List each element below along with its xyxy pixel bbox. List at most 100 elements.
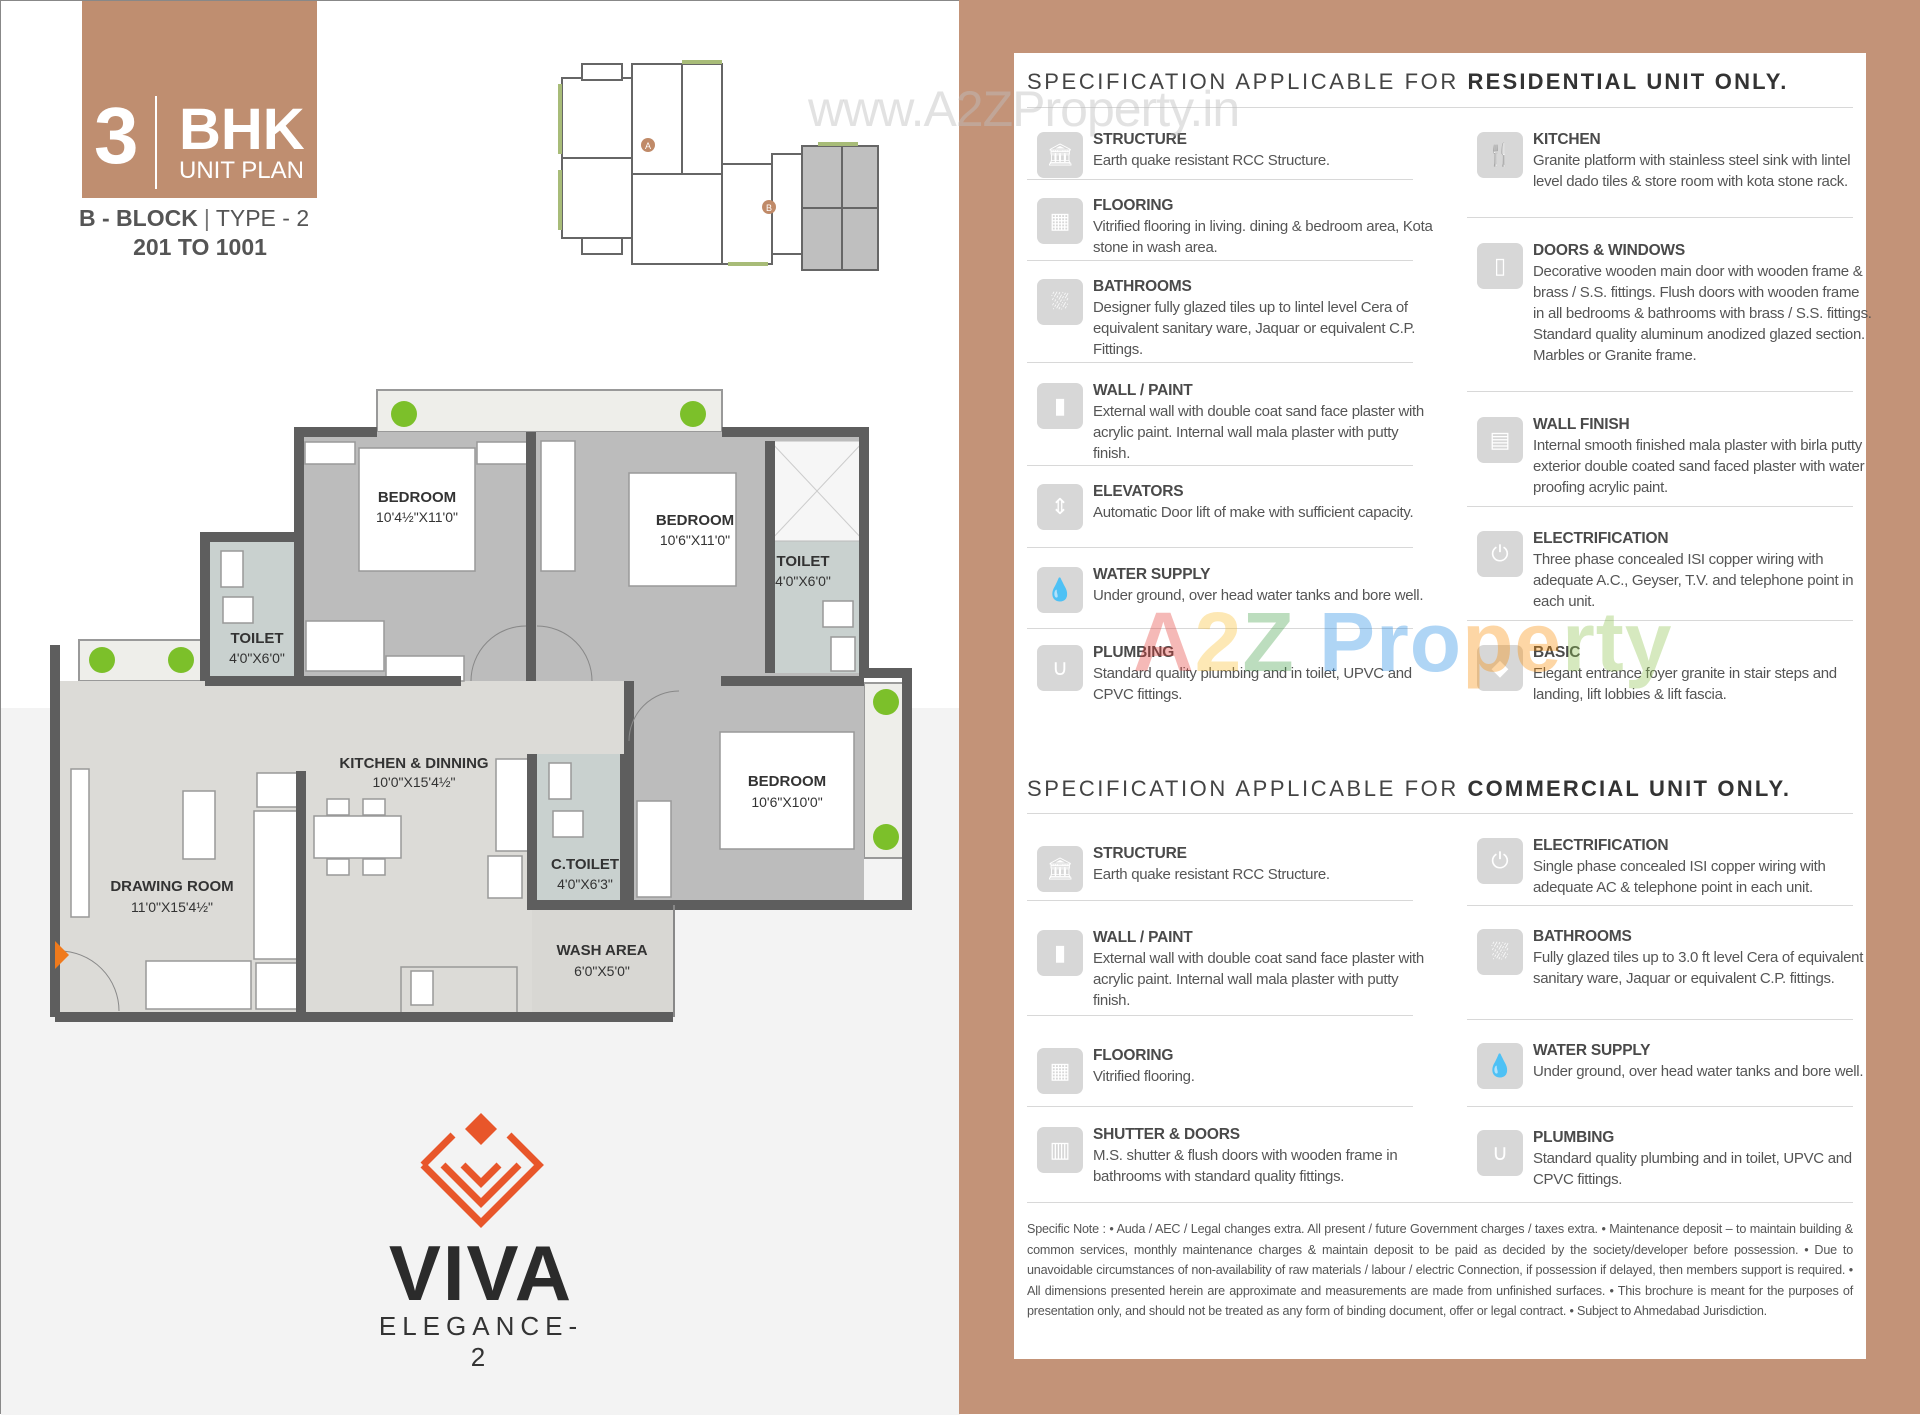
residential-title: SPECIFICATION APPLICABLE FOR RESIDENTIAL…: [1027, 69, 1789, 95]
spec-item-water-supply: 💧 WATER SUPPLY Under ground, over head w…: [1037, 565, 1433, 613]
building-icon: 🏛: [1037, 132, 1083, 178]
spec-description: Automatic Door lift of make with suffici…: [1093, 504, 1414, 521]
room-size-drawing-room: 11'0"X15'4½": [131, 899, 213, 915]
divider: [1467, 620, 1853, 621]
shutter-icon: ▥: [1037, 1127, 1083, 1173]
room-size-bedroom-3: 10'6"X10'0": [751, 794, 822, 810]
watermark-logo: A2Z Property: [1133, 595, 1673, 689]
divider: [1027, 900, 1413, 901]
block-type: B - BLOCK|TYPE - 2: [79, 205, 309, 232]
commercial-title-bold: COMMERCIAL UNIT ONLY.: [1467, 776, 1792, 801]
key-label-a: A: [645, 141, 651, 151]
room-name-bedroom-1: BEDROOM: [378, 489, 456, 506]
spec-title: FLOORING: [1093, 197, 1174, 214]
water-drop-icon: 💧: [1037, 567, 1083, 613]
room-size-toilet-right: 4'0"X6'0": [775, 573, 831, 589]
floor-tiles-icon: ▦: [1037, 198, 1083, 244]
room-name-bedroom-3: BEDROOM: [748, 773, 826, 790]
spec-description: Decorative wooden main door with wooden …: [1533, 263, 1872, 364]
divider: [1027, 547, 1413, 548]
tile-icon: ◆: [1477, 645, 1523, 691]
spec-description: Single phase concealed ISI copper wiring…: [1533, 858, 1826, 896]
room-name-toilet-right: TOILET: [776, 553, 829, 570]
divider: [1467, 1019, 1853, 1020]
spec-title: BASIC: [1533, 644, 1581, 661]
spec-title: PLUMBING: [1533, 1129, 1615, 1146]
divider: [1467, 506, 1853, 507]
paint-roller-icon: ▮: [1037, 930, 1083, 976]
bathtub-icon: ⛆: [1477, 929, 1523, 975]
spec-item-wall-paint: ▮ WALL / PAINT External wall with double…: [1037, 381, 1433, 464]
divider: [1027, 465, 1413, 466]
spec-item-elevators: ⇕ ELEVATORS Automatic Door lift of make …: [1037, 482, 1433, 530]
block-label: B - BLOCK: [79, 205, 198, 231]
room-size-bedroom-1: 10'4½"X11'0": [376, 509, 458, 525]
spec-item-wall-finish: ▤ WALL FINISH Internal smooth finished m…: [1477, 415, 1873, 498]
badge-divider: [155, 96, 157, 189]
key-label-b: B: [766, 203, 772, 213]
spec-description: Standard quality plumbing and in toilet,…: [1533, 1150, 1852, 1188]
room-size-kitchen: 10'0"X15'4½": [372, 774, 455, 790]
divider: [1027, 1106, 1413, 1107]
spec-item-wall-paint: ▮ WALL / PAINT External wall with double…: [1037, 928, 1433, 1011]
pipe-icon: ∪: [1477, 1130, 1523, 1176]
divider: [1027, 107, 1853, 108]
divider: [1027, 813, 1853, 814]
spec-description: Earth quake resistant RCC Structure.: [1093, 866, 1330, 883]
divider: [1027, 1015, 1413, 1016]
divider: [1467, 1106, 1853, 1107]
spec-item-plumbing: ∪ PLUMBING Standard quality plumbing and…: [1037, 643, 1433, 705]
spec-title: WATER SUPPLY: [1093, 566, 1211, 583]
brick-wall-icon: ▤: [1477, 417, 1523, 463]
spec-item-shutter-doors: ▥ SHUTTER & DOORS M.S. shutter & flush d…: [1037, 1125, 1433, 1187]
spec-title: ELECTRIFICATION: [1533, 837, 1669, 854]
spec-title: STRUCTURE: [1093, 131, 1187, 148]
spec-item-structure: 🏛 STRUCTURE Earth quake resistant RCC St…: [1037, 130, 1433, 178]
spec-description: Standard quality plumbing and in toilet,…: [1093, 665, 1412, 703]
room-name-toilet-left: TOILET: [230, 630, 283, 647]
spec-title: BATHROOMS: [1093, 278, 1192, 295]
spec-title: ELECTRIFICATION: [1533, 530, 1669, 547]
water-drop-icon: 💧: [1477, 1043, 1523, 1089]
watermark-url: www.A2ZProperty.in: [808, 81, 1240, 137]
divider: [1027, 628, 1413, 629]
key-plan: A B: [558, 60, 879, 271]
spec-item-kitchen: 🍴 KITCHEN Granite platform with stainles…: [1477, 130, 1873, 192]
spec-description: Elegant entrance foyer granite in stair …: [1533, 665, 1837, 703]
room-size-c-toilet: 4'0"X6'3": [557, 876, 613, 892]
spec-title: SHUTTER & DOORS: [1093, 1126, 1240, 1143]
spec-title: STRUCTURE: [1093, 845, 1187, 862]
divider: [1467, 391, 1853, 392]
divider: [1027, 179, 1413, 180]
spec-title: WATER SUPPLY: [1533, 1042, 1651, 1059]
spec-title: PLUMBING: [1093, 644, 1175, 661]
spec-description: Vitrified flooring.: [1093, 1068, 1195, 1085]
commercial-title: SPECIFICATION APPLICABLE FOR COMMERCIAL …: [1027, 776, 1791, 802]
unit-range: 201 TO 1001: [133, 234, 267, 260]
floor-tiles-icon: ▦: [1037, 1048, 1083, 1094]
spec-item-doors-windows: ▯ DOORS & WINDOWS Decorative wooden main…: [1477, 241, 1873, 366]
bathtub-icon: ⛆: [1037, 279, 1083, 325]
spec-title: FLOORING: [1093, 1047, 1174, 1064]
commercial-title-light: SPECIFICATION APPLICABLE FOR: [1027, 776, 1468, 801]
spec-item-bathrooms: ⛆ BATHROOMS Designer fully glazed tiles …: [1037, 277, 1433, 360]
divider: [1027, 362, 1413, 363]
residential-title-bold: RESIDENTIAL UNIT ONLY.: [1467, 69, 1789, 94]
spec-description: Granite platform with stainless steel si…: [1533, 152, 1851, 190]
pipe-icon: ∪: [1037, 645, 1083, 691]
spec-description: Internal smooth finished mala plaster wi…: [1533, 437, 1865, 496]
spec-description: Earth quake resistant RCC Structure.: [1093, 152, 1330, 169]
room-name-wash-area: WASH AREA: [556, 942, 647, 959]
unit-type-badge: 3 BHK UNIT PLAN: [82, 1, 317, 198]
spec-item-electrification: ⏻ ELECTRIFICATION Single phase concealed…: [1477, 836, 1873, 898]
spec-item-basic: ◆ BASIC Elegant entrance foyer granite i…: [1477, 643, 1873, 705]
room-name-c-toilet: C.TOILET: [551, 856, 619, 873]
spec-title: ELEVATORS: [1093, 483, 1184, 500]
paint-roller-icon: ▮: [1037, 383, 1083, 429]
room-name-drawing-room: DRAWING ROOM: [110, 878, 233, 895]
room-size-wash-area: 6'0"X5'0": [574, 963, 630, 979]
spec-description: Three phase concealed ISI copper wiring …: [1533, 551, 1854, 610]
divider: [1027, 1202, 1853, 1203]
spec-item-flooring: ▦ FLOORING Vitrified flooring in living.…: [1037, 196, 1433, 258]
spec-title: WALL FINISH: [1533, 416, 1630, 433]
